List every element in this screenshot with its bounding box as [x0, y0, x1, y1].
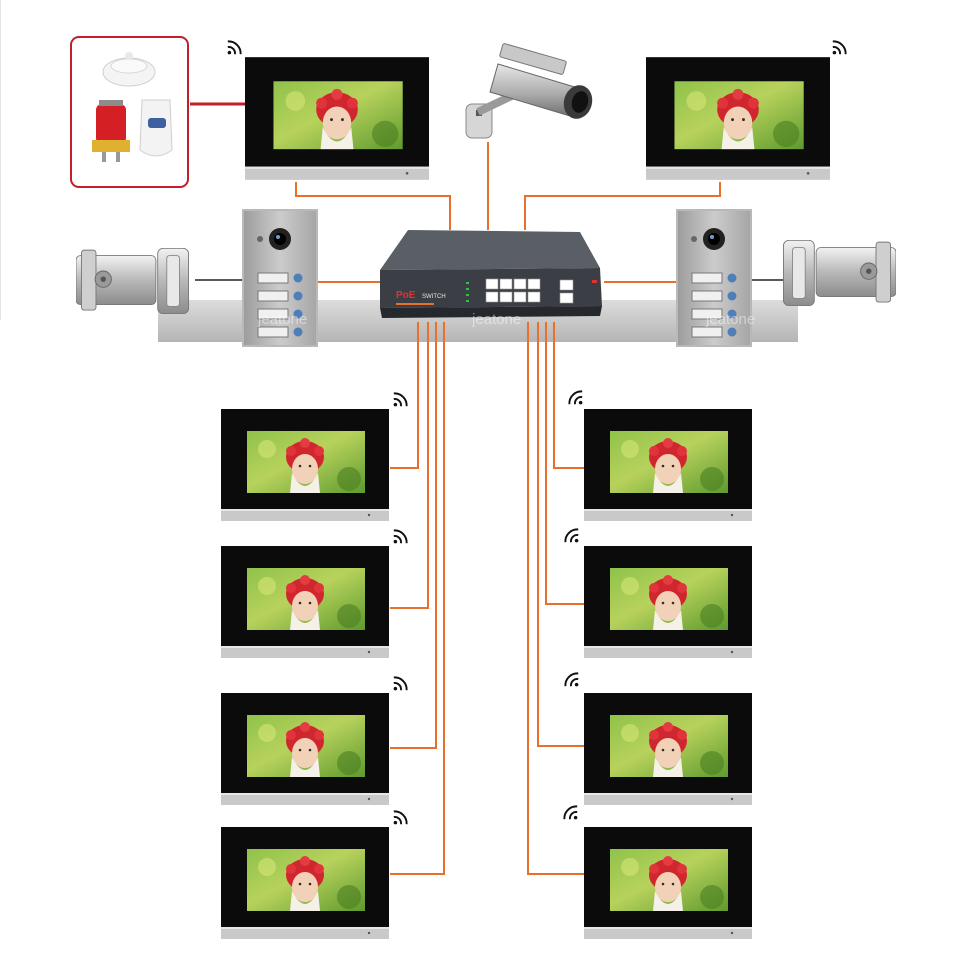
monitor-left-2: [221, 546, 389, 658]
alarm-siren-icon: [92, 100, 130, 162]
monitor-right-4: [584, 827, 752, 939]
wiring: [295, 142, 721, 875]
watermark-center: jeatone: [471, 311, 521, 328]
wifi-icon: [393, 529, 408, 544]
monitor-right-3: [584, 693, 752, 805]
wifi-icon: [393, 810, 408, 825]
monitor-right-1: [584, 409, 752, 521]
monitor-left-3: [221, 693, 389, 805]
left-edge: [0, 0, 1, 320]
electric-lock-right: [782, 240, 896, 306]
monitor-left-1: [221, 409, 389, 521]
wifi-icon: [832, 40, 847, 55]
monitor-left-4: [221, 827, 389, 939]
poe-switch-icon: PoE SWITCH: [380, 230, 602, 318]
wifi-icon: [564, 528, 579, 543]
wifi-icon: [393, 676, 408, 691]
wifi-icon: [227, 40, 242, 55]
monitor-top-right: [646, 57, 830, 180]
switch-label: SWITCH: [422, 294, 446, 300]
monitor-right-2: [584, 546, 752, 658]
monitor-top-left: [245, 57, 429, 180]
wifi-icon: [564, 672, 579, 687]
electric-lock-left: [76, 248, 190, 314]
alarm-devices-box: [70, 36, 189, 188]
wifi-icon: [568, 390, 583, 405]
watermark-left: jeatone: [257, 311, 307, 328]
wifi-icon: [563, 805, 578, 820]
cctv-camera-icon: [465, 43, 593, 139]
switch-brand: PoE: [396, 290, 416, 301]
wifi-icon: [393, 392, 408, 407]
smoke-detector-icon: [102, 52, 156, 87]
motion-sensor-icon: [139, 99, 173, 157]
watermark-right: jeatone: [705, 311, 755, 328]
